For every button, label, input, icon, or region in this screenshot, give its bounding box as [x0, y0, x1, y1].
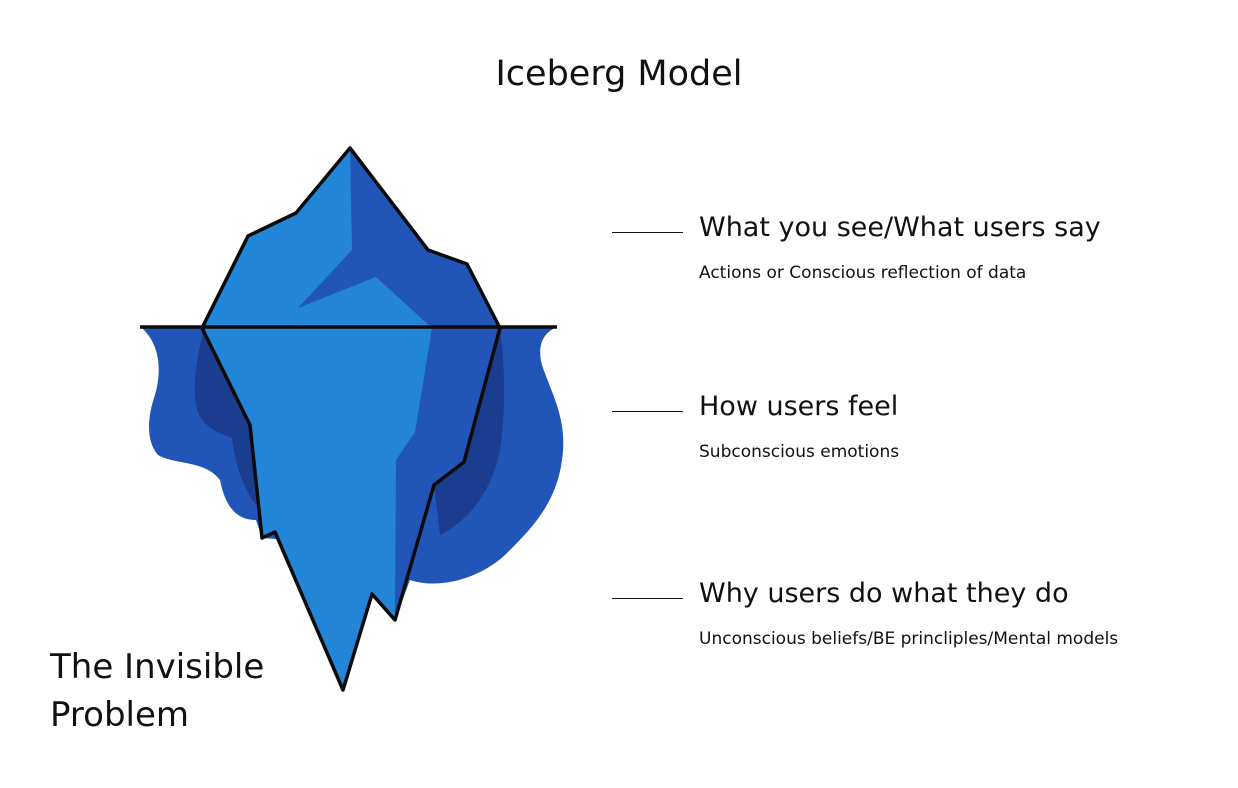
shadow-left — [194, 328, 256, 505]
layer-heading: What you see/What users say — [699, 212, 1101, 243]
caption-line-2: Problem — [50, 695, 190, 735]
connector-line — [612, 598, 683, 599]
layer-heading: Why users do what they do — [699, 578, 1069, 609]
layer-subtext: Unconscious beliefs/BE princliples/Menta… — [699, 629, 1119, 649]
layer-heading: How users feel — [699, 391, 899, 422]
layer-subtext: Actions or Conscious reflection of data — [699, 263, 1027, 283]
layer-subtext: Subconscious emotions — [699, 442, 900, 462]
invisible-problem-caption: The Invisible Problem — [50, 643, 264, 739]
iceberg-outline — [200, 146, 502, 692]
connector-line — [612, 411, 683, 412]
diagram-title: Iceberg Model — [495, 54, 743, 94]
caption-line-1: The Invisible — [50, 647, 265, 687]
connector-line — [612, 232, 683, 233]
tip-facet — [298, 148, 500, 328]
